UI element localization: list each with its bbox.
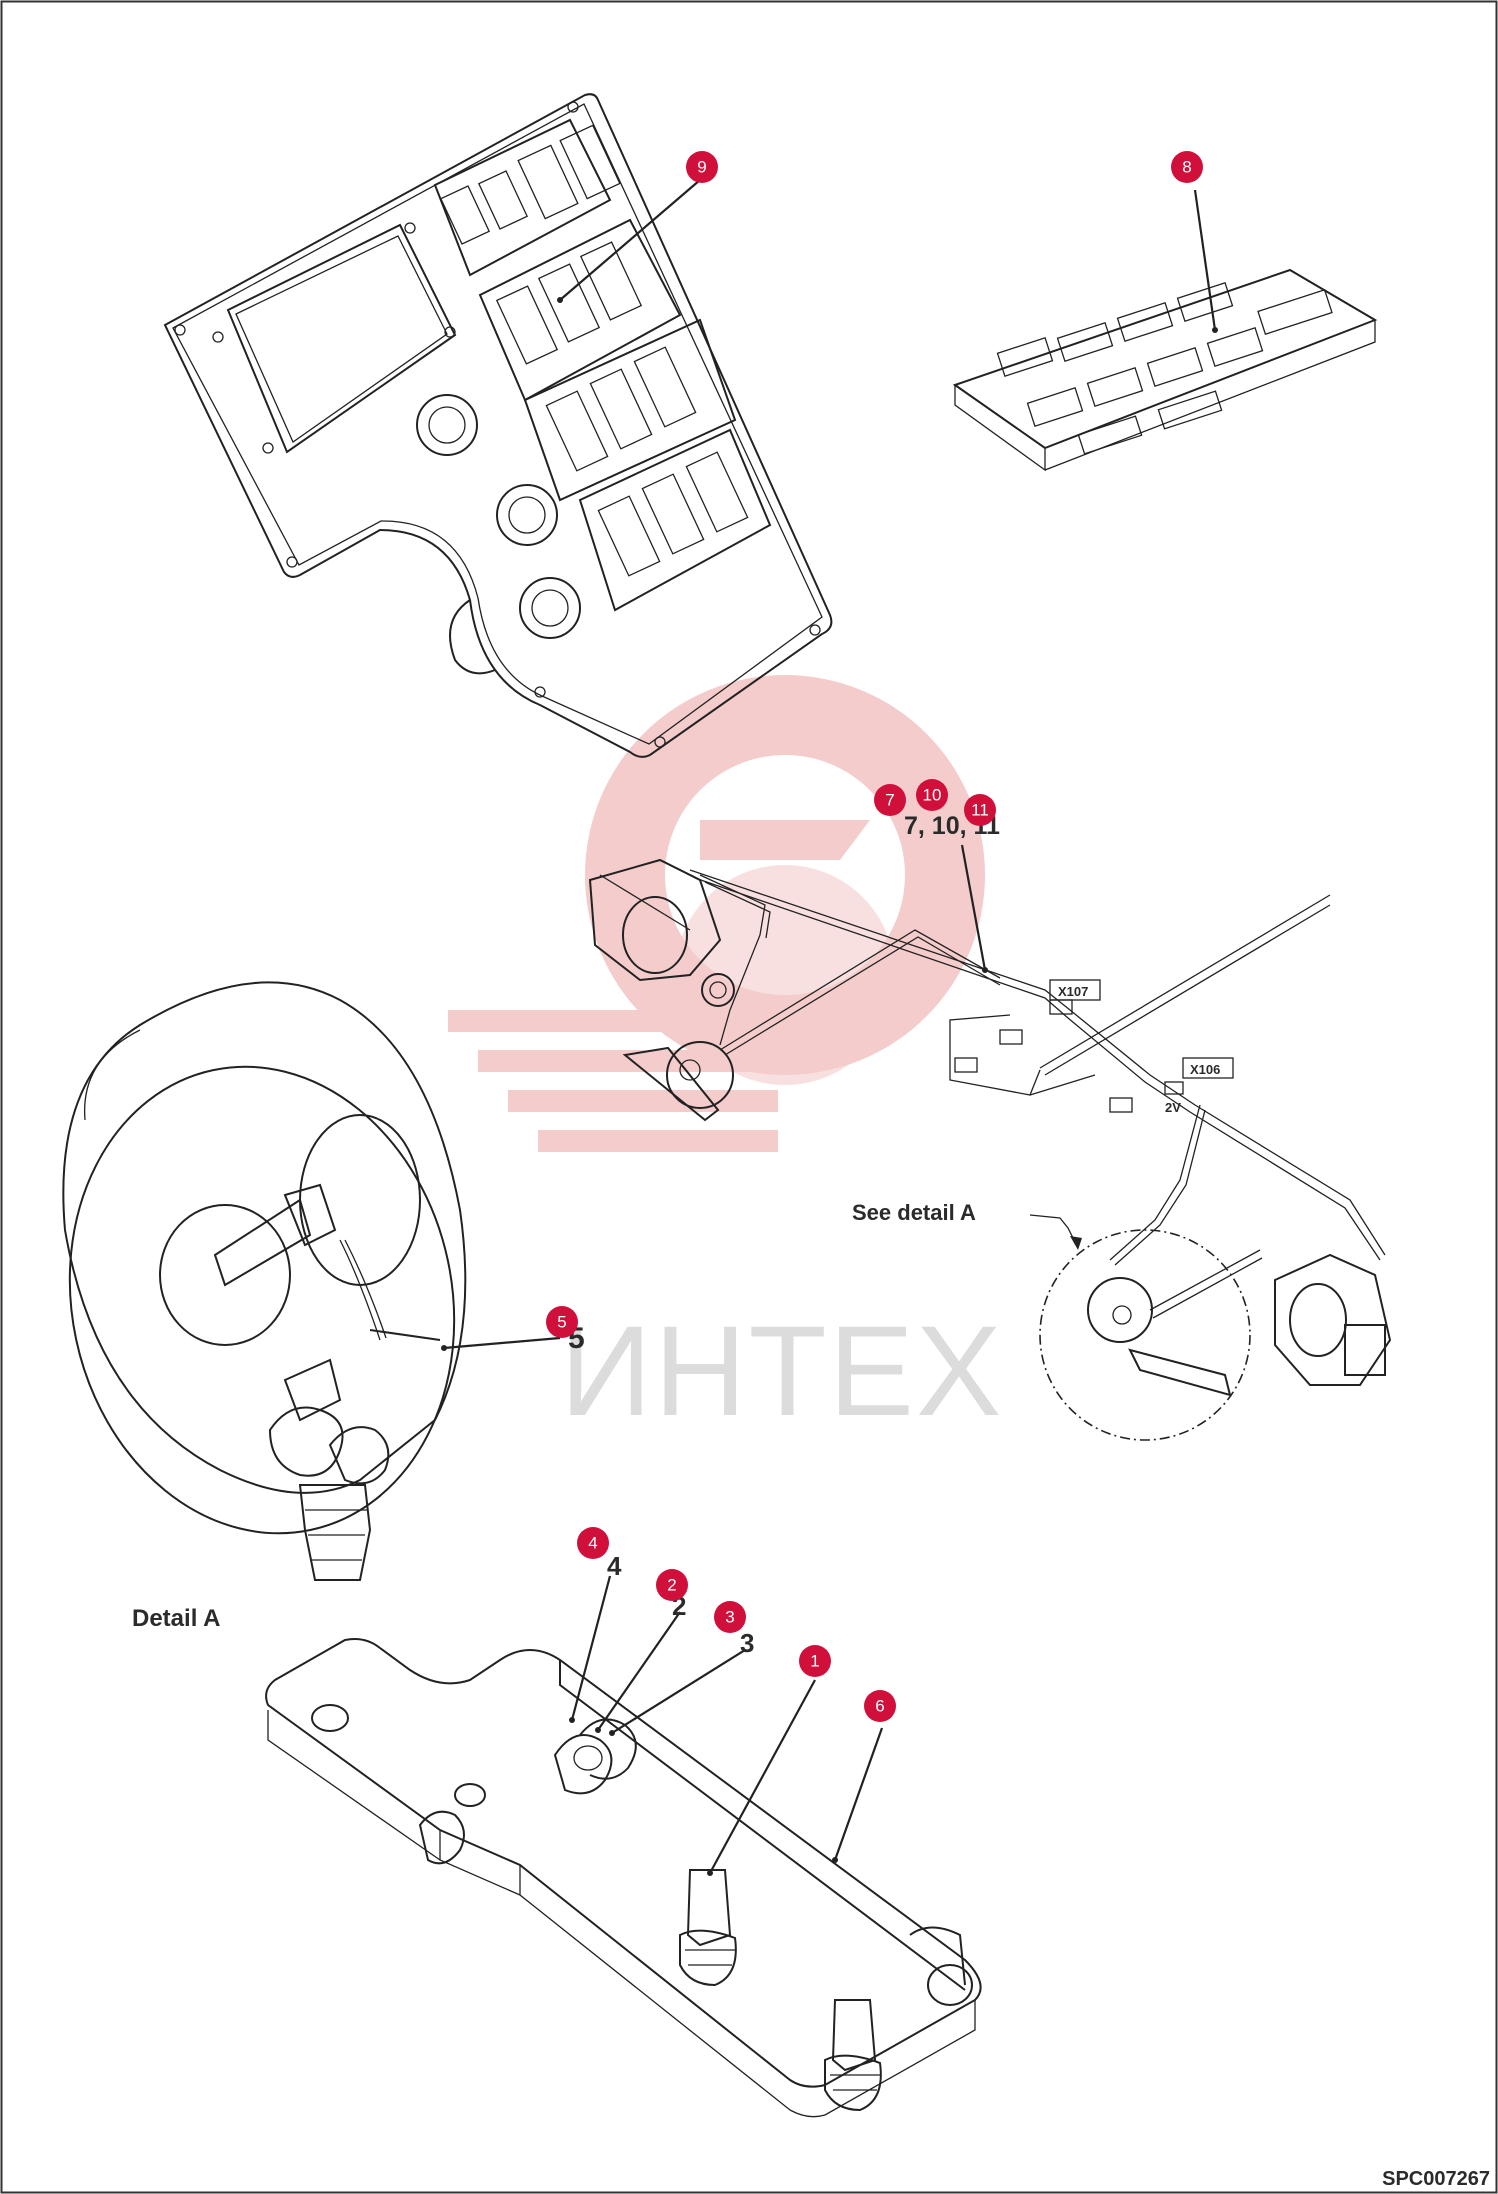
item-4-text: 4 [607,1551,622,1581]
callout-4[interactable]: 4 [577,1527,609,1559]
detail-a-bracket [265,1638,982,2118]
leader-8 [1193,189,1217,331]
control-panel [163,93,833,758]
callout-5[interactable]: 5 [546,1306,578,1338]
leader-4 [570,1575,612,1721]
svg-text:4: 4 [588,1534,597,1553]
leader-2 [597,1611,681,1731]
svg-text:6: 6 [875,1697,884,1716]
leader-3 [611,1649,746,1734]
callout-1[interactable]: 1 [799,1645,831,1677]
svg-text:9: 9 [697,158,706,177]
callout-8[interactable]: 8 [1171,151,1203,183]
callout-10[interactable]: 10 [916,779,948,811]
watermark-gear [448,675,985,1152]
fuse-block [952,268,1378,472]
connector-2v-label: 2V [1165,1100,1181,1115]
connector-x106-label: X106 [1190,1062,1220,1077]
svg-text:8: 8 [1182,158,1191,177]
callout-7[interactable]: 7 [874,784,906,816]
detail-a-title: Detail A [132,1605,220,1632]
callout-9[interactable]: 9 [686,151,718,183]
svg-text:11: 11 [971,801,989,820]
svg-text:1: 1 [810,1652,819,1671]
leader-1 [709,1679,816,1874]
svg-text:10: 10 [923,786,942,805]
wiring-harness: X107 X106 2V [588,844,1392,1441]
see-detail-a-label: See detail A [852,1200,976,1225]
item-3-text: 3 [740,1628,754,1658]
large-lamp [62,981,467,1581]
watermark-text: ИНТЕХ [560,1300,1003,1443]
callout-6[interactable]: 6 [864,1690,896,1722]
leader-6 [833,1727,884,1861]
callout-2[interactable]: 2 [656,1569,688,1601]
leader-9 [559,179,701,301]
callout-11[interactable]: 11 [964,794,996,826]
svg-text:5: 5 [557,1313,566,1332]
drawing-code: SPC007267 [1382,2168,1490,2190]
leader-5 [443,1336,561,1350]
svg-text:2: 2 [667,1576,676,1595]
callout-3[interactable]: 3 [714,1601,746,1633]
svg-text:7: 7 [885,791,894,810]
connector-x107-label: X107 [1058,984,1088,999]
svg-text:3: 3 [725,1608,734,1627]
detail-a-circle [1039,1229,1251,1441]
